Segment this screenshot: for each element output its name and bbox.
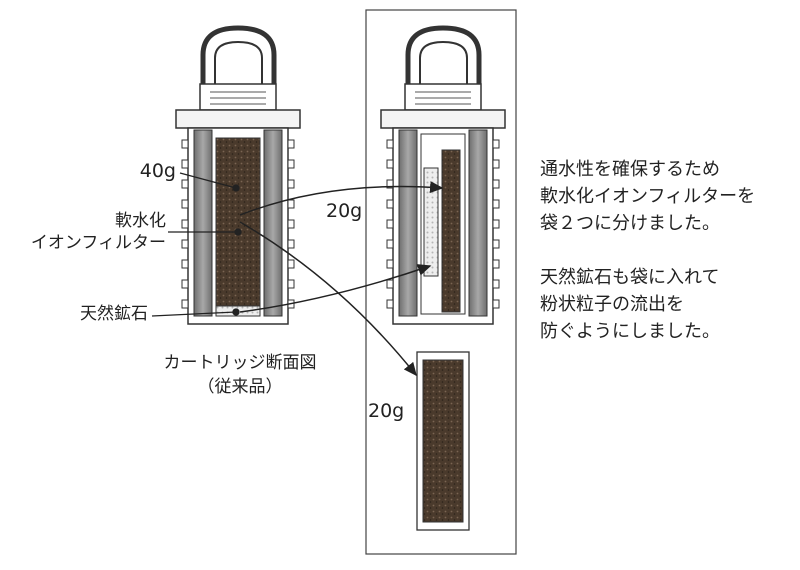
arrow-to-inner-bag <box>239 181 444 216</box>
label-softener-line1: 軟水化 <box>115 211 166 231</box>
note-1-line1: 通水性を確保するため <box>540 159 720 180</box>
filter-media-left <box>215 137 261 307</box>
note-1-line3: 袋２つに分けました。 <box>540 213 720 234</box>
new-design-panel <box>365 9 517 555</box>
note-2-line1: 天然鉱石も袋に入れて <box>540 267 720 288</box>
note-2-line2: 粉状粒子の流出を <box>540 294 684 315</box>
filter-bag-inner <box>441 149 461 313</box>
arrow-to-separate-bag <box>239 221 417 377</box>
leader-lines <box>151 172 242 317</box>
arrow-to-mineral-bag <box>239 264 432 313</box>
cartridge-conventional <box>175 25 301 325</box>
mineral-bag <box>423 167 439 277</box>
cap-left <box>175 109 301 129</box>
arrows <box>239 181 444 377</box>
note-2-line3: 防ぐようにしました。 <box>540 321 720 342</box>
label-softener-line2: イオンフィルター <box>30 233 166 253</box>
caption-subtitle: （従来品） <box>197 377 283 397</box>
label-weight-40: 40g <box>139 160 176 182</box>
filter-bag-separate <box>416 351 470 531</box>
note-1-line2: 軟水化イオンフィルターを <box>540 186 756 207</box>
caption-title: カートリッジ断面図 <box>163 353 317 373</box>
cartridge-new <box>380 25 506 325</box>
label-mineral: 天然鉱石 <box>80 304 148 324</box>
label-weight-20-top: 20g <box>326 200 363 222</box>
handle-ring-right <box>405 25 482 100</box>
handle-ring-left <box>200 25 277 100</box>
label-weight-20-bottom: 20g <box>368 400 405 422</box>
cap-right <box>380 109 506 129</box>
